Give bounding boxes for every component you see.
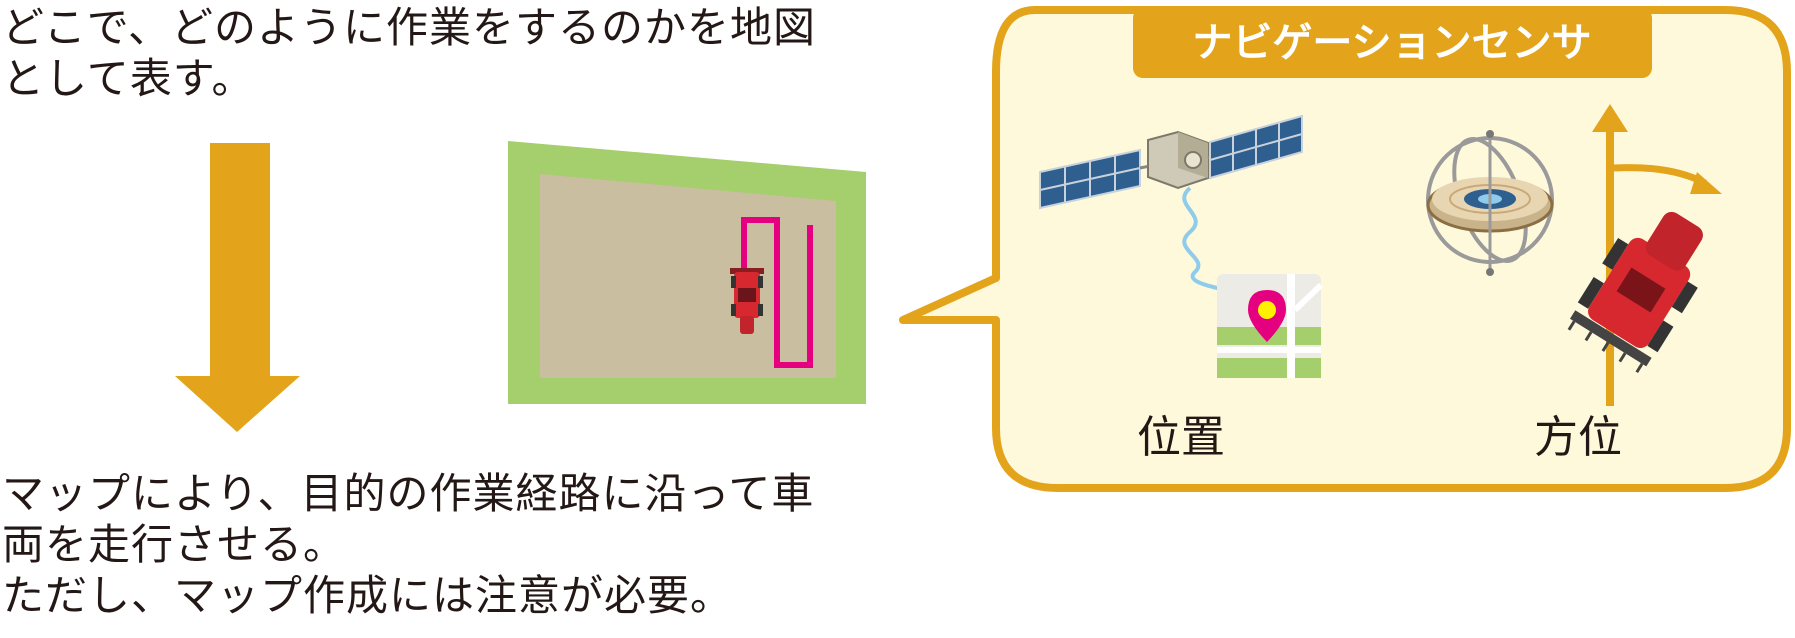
sensor-title-tab [1133,8,1652,78]
tractor-icon [730,268,764,334]
heading-arrow-icon [1613,164,1722,194]
result-line-2: 両を走行させる。 [2,520,347,569]
direction-label: 方位 [1534,412,1622,463]
result-line-1: マップにより、目的の作業経路に沿って車 [2,469,815,518]
tilted-tractor-icon [1567,211,1703,374]
intro-line-2: として表す。 [2,54,255,103]
gyroscope-icon [1426,130,1554,276]
result-line-3: ただし、マップ作成には注意が必要。 [2,571,734,620]
location-pin-icon [1248,290,1286,342]
field-soil [540,174,836,378]
map-tile-icon [1217,274,1324,378]
intro-text: どこで、どのように作業をするのかを地図 として表す。 [2,2,816,104]
down-arrow-icon [175,143,300,432]
sensor-panel: ナビゲーションセンサ [899,6,1791,492]
result-text: マップにより、目的の作業経路に沿って車 両を走行させる。 ただし、マップ作成には… [2,468,814,621]
sensor-panel-bubble [899,6,1791,492]
field-map [508,141,866,404]
work-route [741,217,813,368]
satellite-icon [1039,114,1303,210]
position-label: 位置 [1137,412,1225,463]
intro-line-1: どこで、どのように作業をするのかを地図 [2,3,817,52]
sensor-title: ナビゲーションセンサ [1192,20,1591,66]
